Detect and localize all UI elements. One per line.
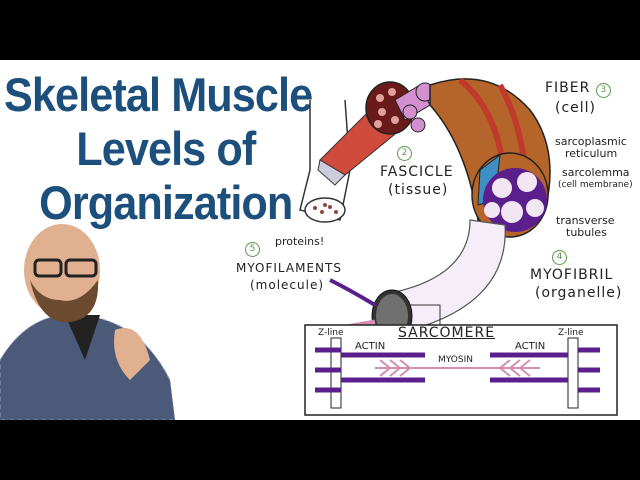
myofibril-sub: (organelle) bbox=[535, 285, 623, 301]
fiber-sub: (cell) bbox=[555, 100, 597, 116]
muscle-diagram bbox=[0, 77, 618, 420]
actin-left-label: ACTIN bbox=[355, 341, 386, 352]
transverse-label-1: transverse bbox=[556, 214, 615, 227]
title-line-2: Levels of bbox=[76, 122, 256, 175]
zline-right: Z-line bbox=[558, 328, 584, 338]
sarcoplasmic-label-2: reticulum bbox=[565, 147, 618, 160]
number-badge-5: 5 bbox=[245, 242, 260, 257]
sarcomere-title: SARCOMERE bbox=[398, 325, 496, 341]
proteins-note: proteins! bbox=[275, 235, 325, 248]
zline-left: Z-line bbox=[318, 328, 344, 338]
sarcomere-box bbox=[304, 324, 618, 416]
title-line-1: Skeletal Muscle bbox=[4, 68, 313, 121]
fascicle-bundle bbox=[365, 81, 435, 135]
sarcolemma-label-2: (cell membrane) bbox=[558, 180, 633, 190]
myofilaments-name: Myofilaments bbox=[236, 261, 342, 275]
fiber-name: Fiber bbox=[545, 80, 591, 96]
transverse-label-2: tubules bbox=[566, 226, 607, 239]
fascicle-sub: (tissue) bbox=[388, 182, 449, 198]
sarcoplasmic-label-1: sarcoplasmic bbox=[555, 135, 627, 148]
myosin-label: MYOSIN bbox=[438, 355, 473, 365]
myosin-filament bbox=[375, 359, 540, 377]
number-badge-3: 3 bbox=[595, 83, 611, 98]
fascicle-name: Fascicle bbox=[380, 164, 454, 180]
myofilaments-sub: (molecule) bbox=[250, 278, 325, 292]
number-badge-2: 2 bbox=[397, 146, 412, 161]
badge-4: 4 bbox=[552, 250, 567, 265]
fiber-label: Fiber 3 bbox=[545, 80, 611, 98]
badge-5: 5 bbox=[245, 242, 260, 257]
thumbnail-canvas: Skeletal Muscle Levels of Organization bbox=[0, 60, 640, 420]
sarcolemma-label-1: sarcolemma bbox=[562, 166, 630, 179]
title-line-3: Organization bbox=[39, 176, 293, 229]
muscle-fiber bbox=[429, 77, 551, 238]
myofibril-name: Myofibril bbox=[530, 267, 614, 283]
actin-filaments bbox=[315, 347, 600, 393]
actin-right-label: ACTIN bbox=[515, 341, 546, 352]
presenter-photo bbox=[0, 224, 176, 420]
number-badge-4: 4 bbox=[552, 250, 567, 265]
badge-2: 2 bbox=[397, 146, 412, 161]
